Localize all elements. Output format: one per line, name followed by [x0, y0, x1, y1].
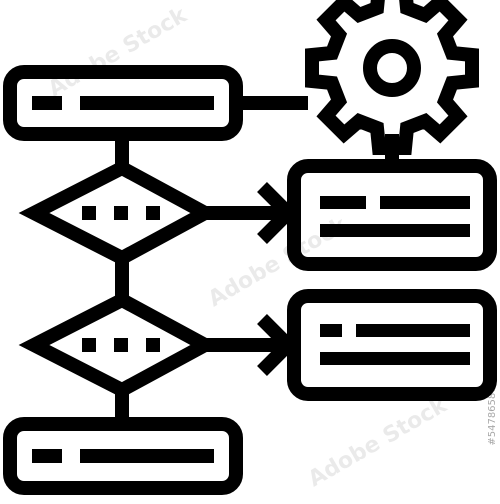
stock-id-label: #547865877	[487, 380, 498, 446]
decision-2-dot-1	[82, 338, 96, 352]
result-1-line-1	[320, 196, 366, 209]
decision-2-dot-2	[114, 338, 128, 352]
end-process-box	[3, 417, 243, 495]
result-2-line-2	[356, 324, 470, 337]
decision-1-dot-3	[146, 206, 160, 220]
decision-diamond-1	[18, 160, 220, 266]
end-box-bullet	[32, 449, 62, 463]
result-1-line-3	[320, 224, 470, 237]
decision-1-dot-1	[82, 206, 96, 220]
gear-icon	[305, 0, 479, 155]
result-box-2	[287, 289, 497, 401]
end-box-text-line	[80, 449, 214, 463]
start-box-bullet	[32, 96, 62, 110]
start-box-text-line	[80, 96, 214, 110]
decision-1-dot-2	[114, 206, 128, 220]
result-1-line-2	[380, 196, 470, 209]
decision-2-dot-3	[146, 338, 160, 352]
result-2-line-1	[320, 324, 342, 337]
result-2-line-3	[320, 352, 470, 365]
decision-diamond-2	[18, 292, 220, 398]
